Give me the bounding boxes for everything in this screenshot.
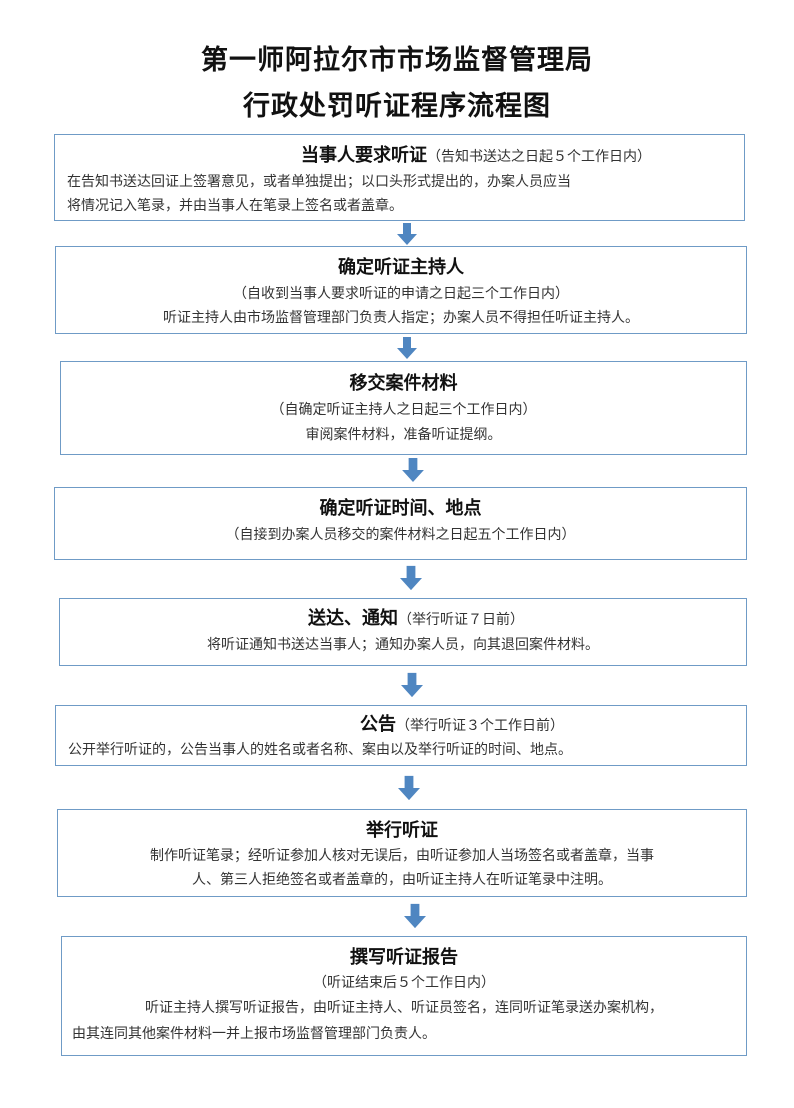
- page-title-line2: 行政处罚听证程序流程图: [243, 91, 551, 122]
- down-arrow-icon: [398, 775, 420, 801]
- step-8-line-1: （听证结束后５个工作日内）: [313, 975, 495, 991]
- step-5-line-1: 将听证通知书送达当事人；通知办案人员，向其退回案件材料。: [207, 637, 599, 653]
- step-6-line-1: 公开举行听证的，公告当事人的姓名或者名称、案由以及举行听证的时间、地点。: [68, 742, 572, 758]
- step-8-box: 撰写听证报告 （听证结束后５个工作日内） 听证主持人撰写听证报告，由听证主持人、…: [61, 936, 747, 1056]
- step-8-line-2: 听证主持人撰写听证报告，由听证主持人、听证员签名，连同听证笔录送办案机构，: [145, 1000, 663, 1016]
- step-3-heading: 移交案件材料: [349, 373, 458, 394]
- step-2-box: 确定听证主持人 （自收到当事人要求听证的申请之日起三个工作日内） 听证主持人由市…: [55, 246, 747, 334]
- step-7-box: 举行听证 制作听证笔录；经听证参加人核对无误后，由听证参加人当场签名或者盖章，当…: [57, 809, 747, 897]
- step-3-line-1: （自确定听证主持人之日起三个工作日内）: [270, 402, 537, 418]
- step-3-line-2: 审阅案件材料，准备听证提纲。: [305, 427, 502, 443]
- step-7-line-2: 人、第三人拒绝签名或者盖章的，由听证主持人在听证笔录中注明。: [192, 872, 612, 888]
- step-2-line-2: 听证主持人由市场监督管理部门负责人指定；办案人员不得担任听证主持人。: [163, 310, 639, 326]
- step-4-heading: 确定听证时间、地点: [319, 498, 482, 519]
- step-6-box: 公告（举行听证３个工作日前） 公开举行听证的，公告当事人的姓名或者名称、案由以及…: [55, 705, 747, 766]
- down-arrow-icon: [397, 337, 417, 359]
- step-6-heading: 公告: [360, 714, 396, 735]
- step-7-heading: 举行听证: [366, 820, 438, 841]
- step-2-heading: 确定听证主持人: [338, 257, 464, 278]
- down-arrow-icon: [401, 672, 423, 698]
- step-6-note: （举行听证３个工作日前）: [396, 718, 564, 734]
- down-arrow-icon: [400, 565, 422, 591]
- step-3-box: 移交案件材料 （自确定听证主持人之日起三个工作日内） 审阅案件材料，准备听证提纲…: [60, 361, 747, 455]
- step-1-heading: 当事人要求听证: [301, 145, 427, 166]
- step-8-line-3: 由其连同其他案件材料一并上报市场监督管理部门负责人。: [72, 1026, 436, 1042]
- step-4-line-1: （自接到办案人员移交的案件材料之日起五个工作日内）: [225, 527, 576, 543]
- down-arrow-icon: [397, 223, 417, 245]
- step-1-note: （告知书送达之日起５个工作日内）: [427, 149, 651, 165]
- step-4-box: 确定听证时间、地点 （自接到办案人员移交的案件材料之日起五个工作日内）: [54, 487, 747, 560]
- step-1-line-2: 将情况记入笔录，并由当事人在笔录上签名或者盖章。: [67, 198, 403, 214]
- step-5-note: （举行听证７日前）: [398, 612, 524, 628]
- down-arrow-icon: [402, 458, 424, 482]
- step-1-box: 当事人要求听证（告知书送达之日起５个工作日内） 在告知书送达回证上签署意见，或者…: [54, 134, 745, 221]
- step-5-box: 送达、通知（举行听证７日前） 将听证通知书送达当事人；通知办案人员，向其退回案件…: [59, 598, 747, 666]
- step-2-line-1: （自收到当事人要求听证的申请之日起三个工作日内）: [233, 286, 569, 302]
- down-arrow-icon: [404, 903, 426, 929]
- step-7-line-1: 制作听证笔录；经听证参加人核对无误后，由听证参加人当场签名或者盖章，当事: [150, 848, 654, 864]
- step-5-heading: 送达、通知: [308, 608, 398, 629]
- step-1-line-1: 在告知书送达回证上签署意见，或者单独提出；以口头形式提出的，办案人员应当: [67, 174, 571, 190]
- page-title-line1: 第一师阿拉尔市市场监督管理局: [201, 45, 593, 76]
- step-8-heading: 撰写听证报告: [350, 947, 458, 968]
